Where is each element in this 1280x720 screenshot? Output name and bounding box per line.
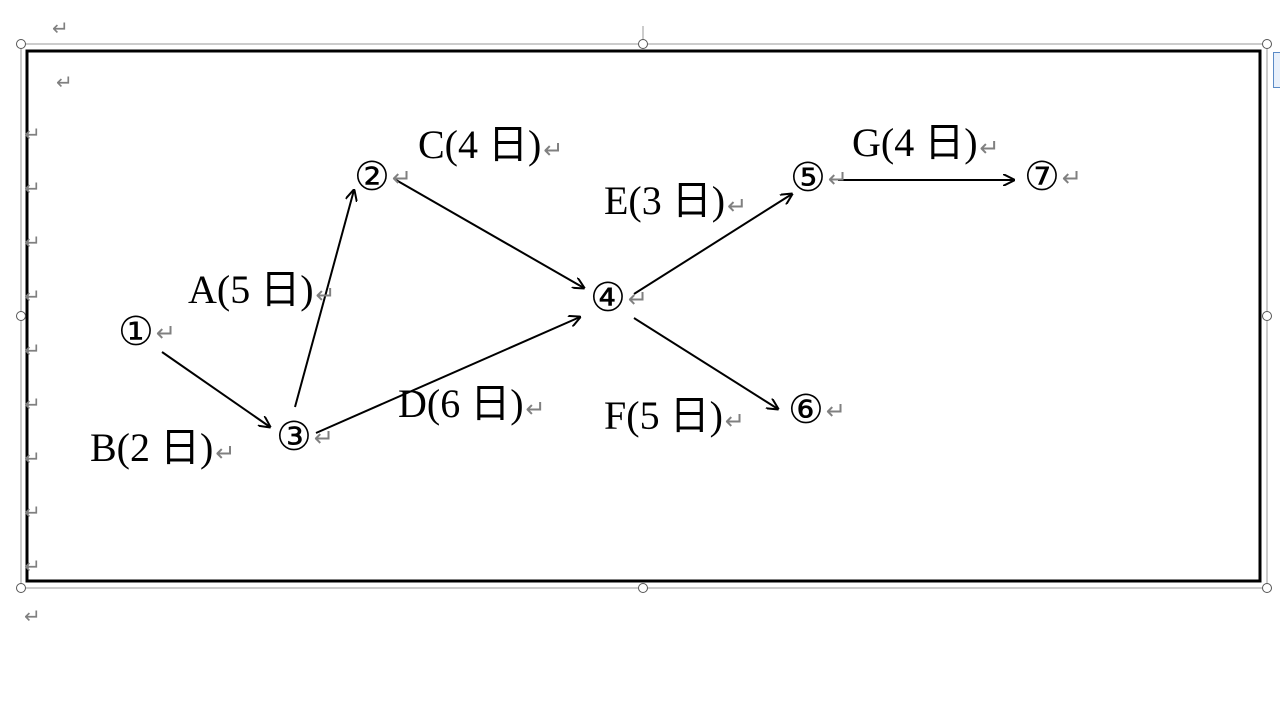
node-6-label: ⑥ <box>788 387 824 433</box>
paragraph-mark: ↵ <box>24 446 41 470</box>
resize-handle-top-right[interactable] <box>1262 39 1272 49</box>
paragraph-mark: ↵ <box>724 407 745 435</box>
paragraph-mark: ↵ <box>24 604 41 628</box>
node-1-label: ① <box>118 309 154 355</box>
edge-e-4-to-5 <box>633 194 792 295</box>
edge-b-1-to-3 <box>161 351 270 427</box>
paragraph-mark: ↵ <box>1061 164 1082 192</box>
edge-label-f-text: F(5 日) <box>604 393 723 438</box>
resize-handle-top-left[interactable] <box>16 39 26 49</box>
edge-label-c-text: C(4 日) <box>418 122 542 167</box>
edge-label-d-text: D(6 日) <box>398 381 524 426</box>
edge-label-e: E(3 日)↵ <box>604 181 747 221</box>
paragraph-mark: ↵ <box>627 285 648 313</box>
resize-handle-bottom[interactable] <box>638 583 648 593</box>
resize-handle-bottom-right[interactable] <box>1262 583 1272 593</box>
edge-label-c: C(4 日)↵ <box>418 125 563 165</box>
edge-f-4-to-6 <box>633 317 778 409</box>
paragraph-mark: ↵ <box>391 164 412 192</box>
node-4: ④↵ <box>590 278 648 318</box>
node-5: ⑤↵ <box>790 158 848 198</box>
node-7-label: ⑦ <box>1024 154 1060 200</box>
layout-options-button[interactable] <box>1273 52 1280 88</box>
edge-c-2-to-4 <box>395 179 584 288</box>
paragraph-mark: ↵ <box>827 165 848 193</box>
edge-label-b: B(2 日)↵ <box>90 428 235 468</box>
node-2-label: ② <box>354 154 390 200</box>
edge-label-a: A(5 日)↵ <box>188 270 336 310</box>
paragraph-mark: ↵ <box>315 281 336 309</box>
paragraph-mark: ↵ <box>313 424 334 452</box>
edge-label-b-text: B(2 日) <box>90 425 214 470</box>
node-4-label: ④ <box>590 275 626 321</box>
edge-label-f: F(5 日)↵ <box>604 396 745 436</box>
node-3-label: ③ <box>276 414 312 460</box>
paragraph-mark: ↵ <box>24 230 41 254</box>
paragraph-mark: ↵ <box>525 395 546 423</box>
paragraph-mark: ↵ <box>155 319 176 347</box>
edge-label-g: G(4 日)↵ <box>852 123 1000 163</box>
paragraph-mark: ↵ <box>24 176 41 200</box>
resize-handle-left[interactable] <box>16 311 26 321</box>
paragraph-mark: ↵ <box>24 554 41 578</box>
edge-label-g-text: G(4 日) <box>852 120 978 165</box>
node-3: ③↵ <box>276 417 334 457</box>
node-7: ⑦↵ <box>1024 157 1082 197</box>
resize-handle-right[interactable] <box>1262 311 1272 321</box>
paragraph-mark: ↵ <box>24 338 41 362</box>
resize-handle-top[interactable] <box>638 39 648 49</box>
node-5-label: ⑤ <box>790 155 826 201</box>
edge-label-e-text: E(3 日) <box>604 178 726 223</box>
edge-label-a-text: A(5 日) <box>188 267 314 312</box>
node-1: ①↵ <box>118 312 176 352</box>
paragraph-mark: ↵ <box>24 122 41 146</box>
paragraph-mark: ↵ <box>543 136 564 164</box>
edge-a-3-to-2 <box>294 190 354 408</box>
node-2: ②↵ <box>354 157 412 197</box>
text-box-border <box>25 49 1262 583</box>
edge-d-3-to-4 <box>315 317 580 434</box>
paragraph-mark: ↵ <box>727 192 748 220</box>
paragraph-mark: ↵ <box>215 439 236 467</box>
edge-label-d: D(6 日)↵ <box>398 384 546 424</box>
resize-handle-bottom-left[interactable] <box>16 583 26 593</box>
paragraph-mark: ↵ <box>24 392 41 416</box>
paragraph-mark: ↵ <box>24 284 41 308</box>
paragraph-mark: ↵ <box>52 16 69 40</box>
node-6: ⑥↵ <box>788 390 846 430</box>
paragraph-mark: ↵ <box>825 397 846 425</box>
paragraph-mark: ↵ <box>24 500 41 524</box>
paragraph-mark: ↵ <box>56 70 73 94</box>
paragraph-mark: ↵ <box>979 134 1000 162</box>
